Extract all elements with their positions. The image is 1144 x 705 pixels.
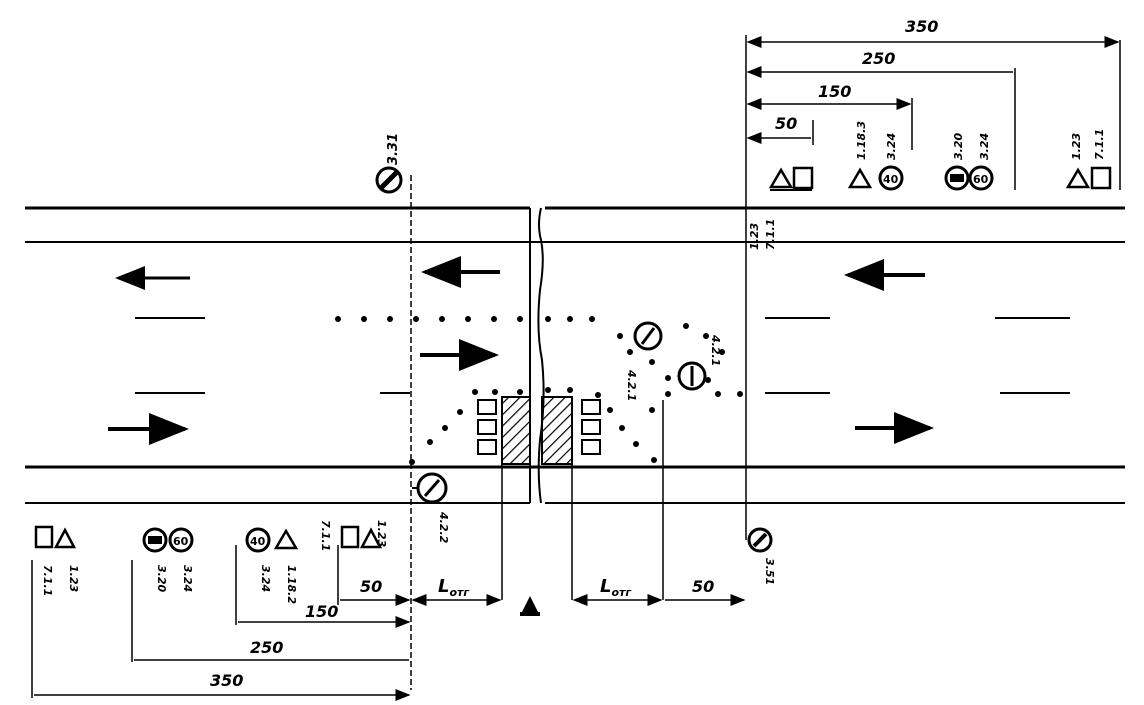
lane-dashes [135, 317, 1070, 394]
guide-cone-dot [457, 409, 463, 415]
extension-lines [31, 35, 1121, 698]
bottom-sign-group-3: 40 1.18.2 3.24 [245, 527, 299, 604]
guide-cone-dots [335, 316, 743, 465]
sign-code-324-d: 3.24 [259, 565, 272, 592]
top-sign-group-1 [768, 166, 814, 191]
guide-cone-dot [492, 389, 498, 395]
sign-code-711-top: 7.1.1 [1093, 129, 1106, 160]
guide-cone-dot [387, 316, 393, 322]
guide-cone-dot [545, 387, 551, 393]
traffic-arrows [108, 256, 934, 445]
dimension-lines-bottom [34, 594, 746, 701]
speed-40-top: 40 [883, 173, 899, 186]
guide-cone-dot [703, 333, 709, 339]
guide-cone-dot [683, 323, 689, 329]
dim-bottom-50-left: 50 [360, 577, 382, 596]
sign-code-1182: 1.18.2 [285, 565, 298, 604]
sign-code-421-b: 4.2.1 [625, 369, 638, 401]
guide-cone-dot [665, 375, 671, 381]
speed-60-bottom: 60 [173, 535, 189, 548]
guide-cone-dot [335, 316, 341, 322]
dim-top-150: 150 [818, 82, 851, 101]
guide-cone-dot [567, 316, 573, 322]
top-sign-group-2: 40 1.18.3 3.24 [847, 121, 904, 191]
guide-cone-dot [472, 389, 478, 395]
dim-top-350: 350 [905, 17, 938, 36]
bottom-sign-group-2: 60 3.20 3.24 [142, 527, 194, 592]
guide-cone-dot [619, 425, 625, 431]
barrier-blocks [477, 399, 601, 455]
sign-code-320-a: 3.20 [952, 133, 965, 160]
hatched-barriers [501, 396, 573, 465]
dimension-labels: 350 250 150 50 50 150 250 350 50 Lотг Lо… [210, 17, 938, 690]
guide-cone-dot [665, 391, 671, 397]
guide-cone-dot [617, 333, 623, 339]
bottom-sign-group-4: 1.23 7.1.1 [319, 520, 388, 551]
guide-cone-dot [427, 439, 433, 445]
sign-code-123-bottom-2: 1.23 [375, 520, 388, 547]
direction-sign-421-b-icon: 4.2.1 [625, 361, 707, 401]
sign-code-324-a: 3.24 [885, 133, 898, 160]
roadwork-symbol-icon [520, 596, 540, 616]
sign-end-all-restrictions-icon: 3.31 [375, 133, 403, 194]
guide-cone-dot [651, 457, 657, 463]
dim-l-left: Lотг [438, 576, 470, 599]
sign-code-1183: 1.18.3 [855, 121, 868, 160]
guide-cone-dot [719, 349, 725, 355]
dim-bottom-250: 250 [250, 638, 283, 657]
bottom-sign-group-1: 1.23 7.1.1 [34, 525, 80, 596]
dim-top-50: 50 [775, 114, 797, 133]
direction-sign-422-icon: 4.2.2 [412, 472, 450, 544]
guide-cone-dot [567, 387, 573, 393]
guide-cone-dot [439, 316, 445, 322]
guide-cone-dot [409, 459, 415, 465]
guide-cone-dot [361, 316, 367, 322]
guide-cone-dot [737, 391, 743, 397]
road-side-labels: 1.23 7.1.1 [748, 219, 777, 250]
direction-sign-421-a-icon: 4.2.1 [633, 321, 722, 366]
guide-cone-dot [607, 407, 613, 413]
sign-code-324-b: 3.24 [978, 133, 991, 160]
guide-cone-dot [413, 316, 419, 322]
dimension-lines-top [746, 36, 1120, 144]
top-sign-group-3: 60 3.20 3.24 [944, 133, 994, 191]
sign-code-421-a: 4.2.1 [709, 334, 722, 366]
sign-code-320-b: 3.20 [155, 565, 168, 592]
sign-code-331: 3.31 [386, 133, 401, 165]
top-sign-group-4: 1.23 7.1.1 [1065, 129, 1112, 190]
sign-code-351: 3.51 [763, 558, 776, 585]
guide-cone-dot [517, 389, 523, 395]
sign-code-123-bottom: 1.23 [67, 565, 80, 592]
sign-351-icon: 3.51 [747, 527, 776, 585]
guide-cone-dot [705, 377, 711, 383]
guide-cone-dot [649, 359, 655, 365]
speed-60-top: 60 [973, 173, 989, 186]
road-edges [25, 206, 1125, 504]
guide-cone-dot [633, 441, 639, 447]
sign-code-123-top: 1.23 [1070, 133, 1083, 160]
guide-cone-dot [517, 316, 523, 322]
sign-code-422: 4.2.2 [437, 511, 450, 544]
guide-cone-dot [491, 316, 497, 322]
guide-cone-dot [649, 407, 655, 413]
dim-l-right: Lотг [600, 576, 632, 599]
sign-code-123-road: 1.23 [748, 223, 761, 250]
sign-code-324-c: 3.24 [181, 565, 194, 592]
dim-bottom-50-right: 50 [692, 577, 714, 596]
guide-cone-dot [465, 316, 471, 322]
guide-cone-dot [589, 316, 595, 322]
sign-code-711-bottom-2: 7.1.1 [319, 520, 332, 551]
dim-bottom-350: 350 [210, 671, 243, 690]
sign-code-711-bottom: 7.1.1 [41, 565, 54, 596]
dim-bottom-150: 150 [305, 602, 338, 621]
guide-cone-dot [627, 349, 633, 355]
guide-cone-dot [715, 391, 721, 397]
guide-cone-dot [545, 316, 551, 322]
sign-code-711-road: 7.1.1 [764, 219, 777, 250]
guide-cone-dot [595, 392, 601, 398]
guide-cone-dot [442, 425, 448, 431]
dim-top-250: 250 [862, 49, 895, 68]
speed-40-bottom: 40 [250, 535, 266, 548]
